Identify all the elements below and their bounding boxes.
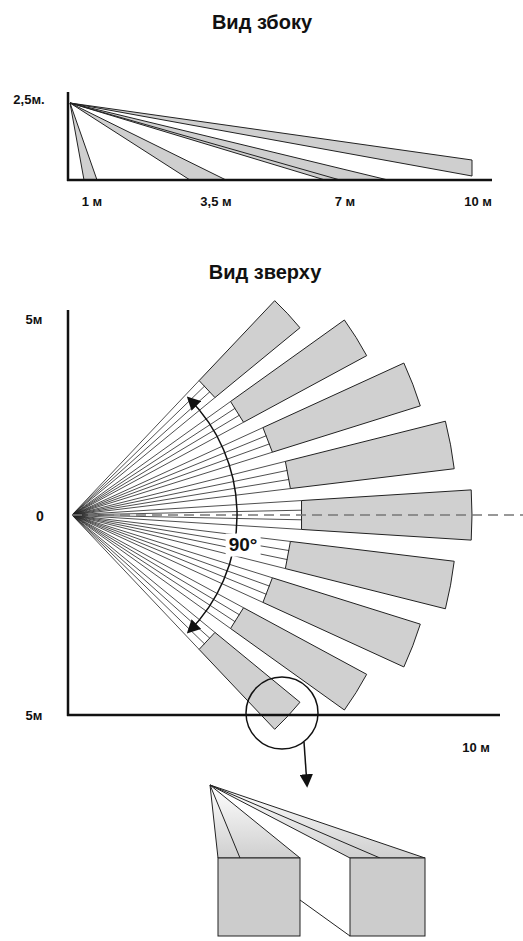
dimension-label: 1 м bbox=[82, 195, 102, 209]
detection-zone bbox=[72, 363, 420, 515]
zoom-callout bbox=[246, 677, 318, 785]
view-title: Вид зверху bbox=[209, 261, 322, 283]
angle-label: 90° bbox=[226, 534, 261, 557]
dimension-label: 10 м bbox=[462, 741, 490, 755]
dimension-label: 0 bbox=[36, 509, 44, 524]
detection-zone bbox=[72, 515, 420, 667]
top-view-axes bbox=[67, 310, 523, 716]
dimension-label: 10 м bbox=[464, 195, 492, 209]
dimension-label: 2,5м. bbox=[13, 93, 44, 107]
dimension-label: 3,5 м bbox=[200, 195, 231, 209]
detection-zone bbox=[72, 515, 300, 729]
dimension-label: 5м bbox=[26, 709, 43, 723]
inset-beams bbox=[210, 785, 425, 936]
side-view bbox=[67, 92, 492, 181]
dimension-label: 7 м bbox=[335, 195, 355, 209]
detection-zone bbox=[72, 515, 367, 710]
view-title: Вид збоку bbox=[212, 11, 312, 33]
dimension-label: 5м bbox=[26, 313, 43, 327]
